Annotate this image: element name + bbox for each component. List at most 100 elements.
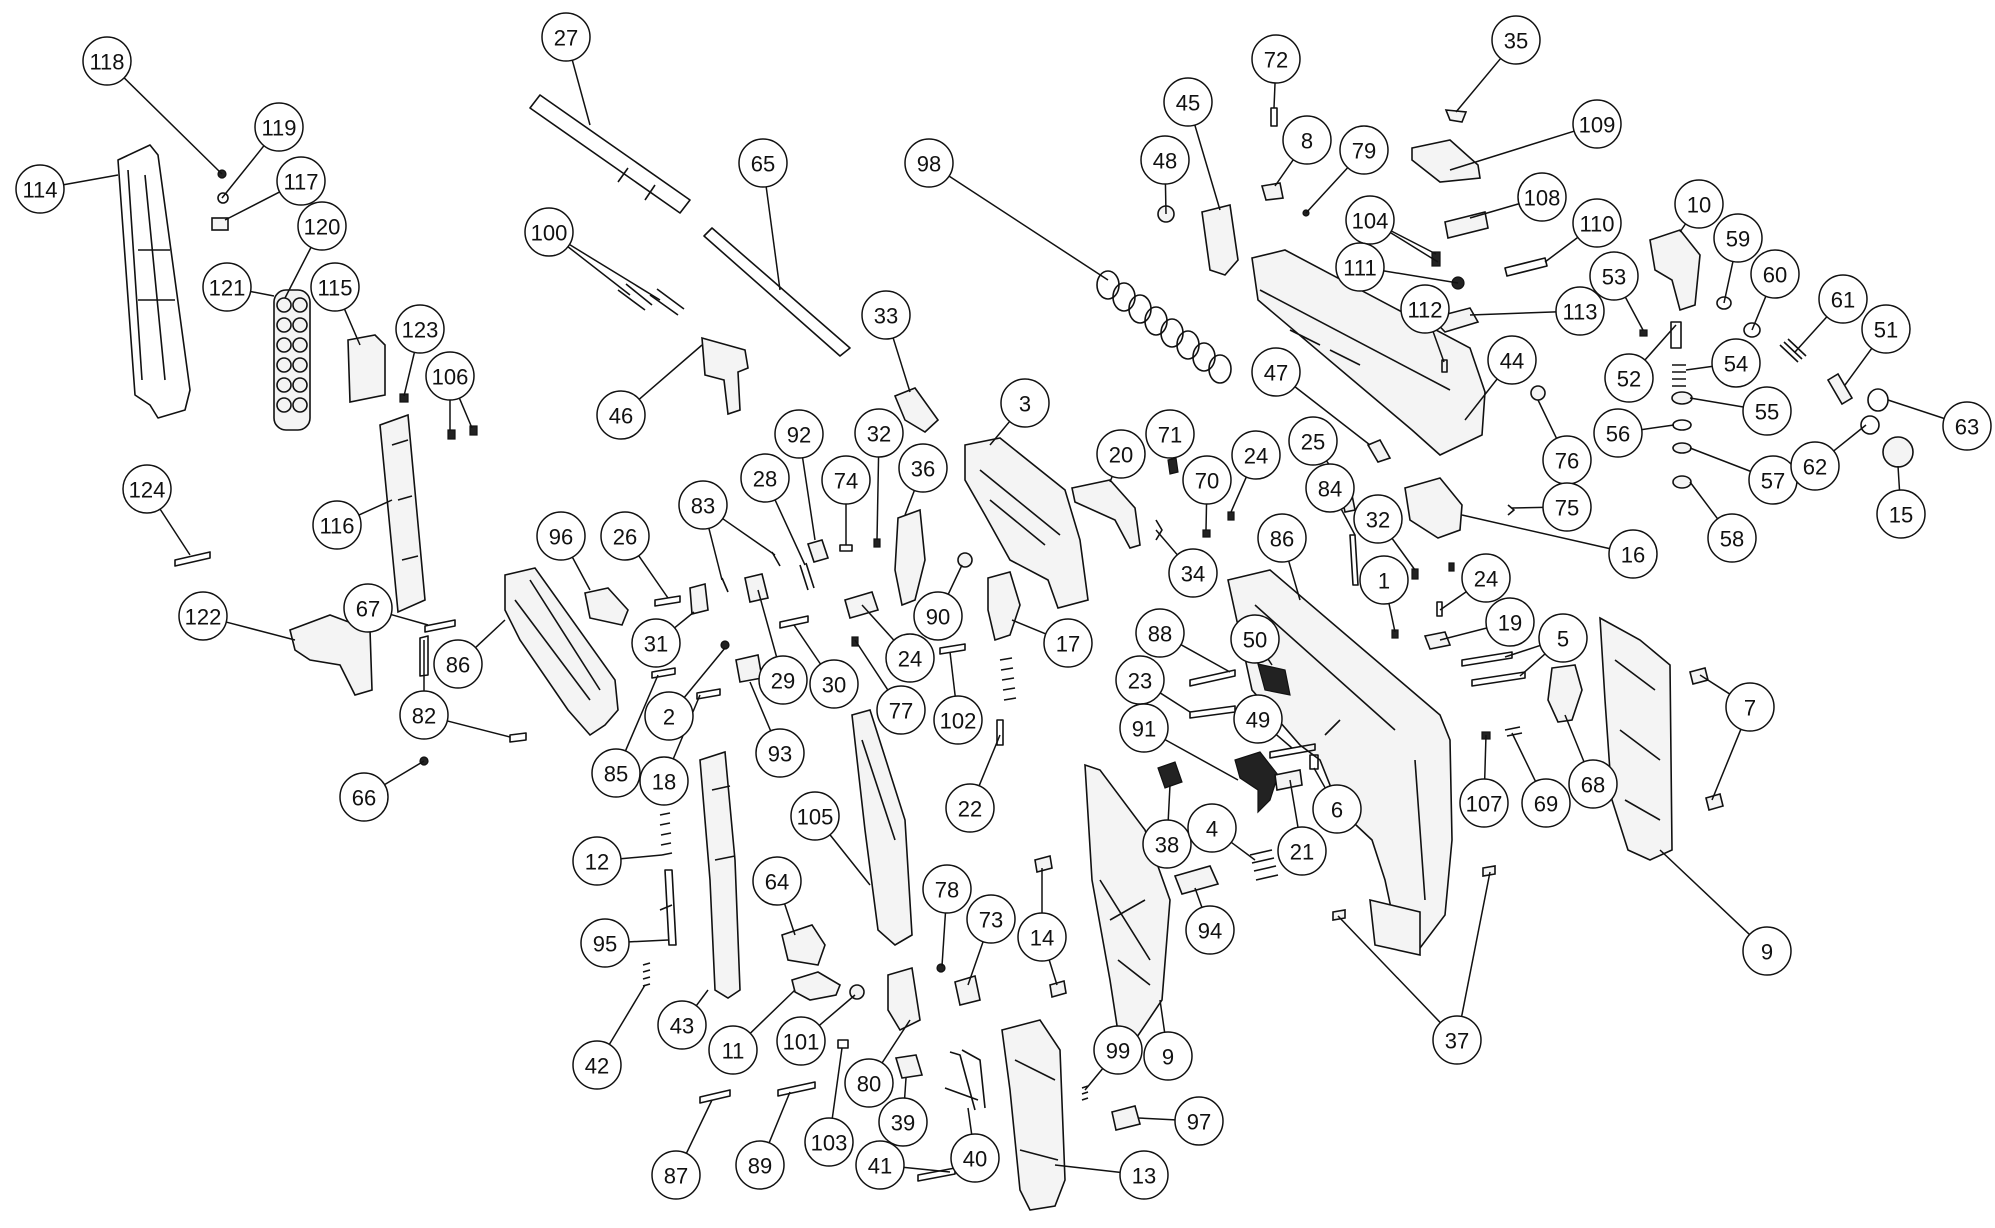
callout-number: 88 [1148,622,1172,647]
leader-line-113 [1469,311,1557,316]
callout-circle [738,138,788,188]
leader-line-19 [1439,627,1487,641]
callout-circle [735,1140,785,1190]
part-46 [701,336,749,416]
part-115 [347,334,386,403]
callout-86: 86 [1257,513,1307,563]
leader-line-120 [284,247,312,299]
callout-circle [1353,494,1403,544]
part-97-spring [1081,1085,1089,1101]
callout-52: 52 [1604,353,1654,403]
callout-24: 24 [1461,553,1511,603]
callout-circle [644,691,694,741]
callout-number: 73 [979,908,1003,933]
callout-69: 69 [1521,778,1571,828]
callout-circle [1461,553,1511,603]
callout-number: 105 [797,805,834,830]
callout-82: 82 [399,690,449,740]
leader-line-63 [1887,399,1945,420]
part-6-trigger [1234,751,1279,814]
callout-circle [1145,409,1195,459]
part-122 [289,614,373,696]
callout-circle [755,728,805,778]
callout-circle [1140,135,1190,185]
callout-number: 113 [1562,300,1597,325]
callout-92: 92 [774,409,824,459]
part-52 [1670,321,1682,349]
leader-line-124 [159,508,191,556]
leader-line-102 [949,651,956,697]
callout-number: 115 [317,276,352,301]
part-41-grip-frame [1001,1019,1066,1211]
leader-line-66 [384,760,425,786]
callout-circle [395,304,445,354]
part-50 [1189,669,1236,687]
callout-86: 86 [433,639,483,689]
callout-circle [1185,905,1235,955]
part-27-outer-barrel [529,94,691,214]
callout-circle [15,164,65,214]
part-18 [735,654,763,683]
part-80-screw-b [1482,865,1496,877]
callout-circle [1491,15,1541,65]
callout-number: 124 [129,478,166,503]
callout-8: 8 [1282,115,1332,165]
callout-100: 100 [524,207,574,257]
leader-line-4 [1230,841,1256,861]
part-9-screw-d [1049,979,1067,999]
callout-circle [844,1058,894,1108]
leader-line-56 [1641,424,1675,431]
callout-number: 86 [1270,527,1294,552]
callout-1: 1 [1359,555,1409,605]
part-94-springs [1249,849,1279,881]
part-39 [887,966,921,1032]
leader-line-70 [1205,503,1208,531]
callout-number: 41 [868,1154,892,1179]
callout-number: 121 [209,276,246,301]
callout-7: 7 [1725,682,1775,732]
callout-number: 1 [1378,569,1390,594]
callout-12: 12 [572,836,622,886]
callout-99: 99 [1093,1025,1143,1075]
callout-circle [876,685,926,735]
leader-line-91 [1164,738,1239,781]
part-12 [851,709,913,946]
callout-circle [776,1016,826,1066]
callout-circle [433,639,483,689]
callout-117: 117 [276,156,326,206]
callout-number: 100 [531,221,568,246]
callout-number: 36 [911,457,935,482]
leader-line-24 [1439,591,1467,611]
callout-circle [950,1133,1000,1183]
callout-number: 42 [585,1054,609,1079]
callout-number: 24 [1474,567,1498,592]
callout-number: 55 [1755,400,1779,425]
callout-65: 65 [738,138,788,188]
part-80-screw-a [1332,909,1346,921]
part-38-right-grip [1599,616,1673,861]
leader-line-54 [1685,365,1713,371]
part-75 [1507,504,1515,516]
callout-circle [966,894,1016,944]
callout-number: 24 [1244,444,1268,469]
part-31 [654,595,681,607]
leader-line-80 [881,1019,911,1064]
leader-line-2 [683,647,726,698]
callout-45: 45 [1163,77,1213,127]
callout-number: 70 [1195,469,1219,494]
callout-48: 48 [1140,135,1190,185]
callout-2: 2 [644,691,694,741]
callout-9: 9 [1143,1031,1193,1081]
callout-number: 16 [1621,543,1645,568]
callout-number: 112 [1407,298,1442,323]
leader-line-65 [765,186,781,291]
callout-circle [1231,430,1281,480]
part-54-spring [1672,364,1686,387]
callout-44: 44 [1487,335,1537,385]
callout-number: 50 [1243,628,1267,653]
part-3-receiver [964,437,1089,609]
callout-number: 15 [1889,503,1913,528]
leader-line-89 [768,1091,791,1144]
leader-line-59 [1723,261,1734,304]
callout-number: 11 [722,1039,745,1064]
